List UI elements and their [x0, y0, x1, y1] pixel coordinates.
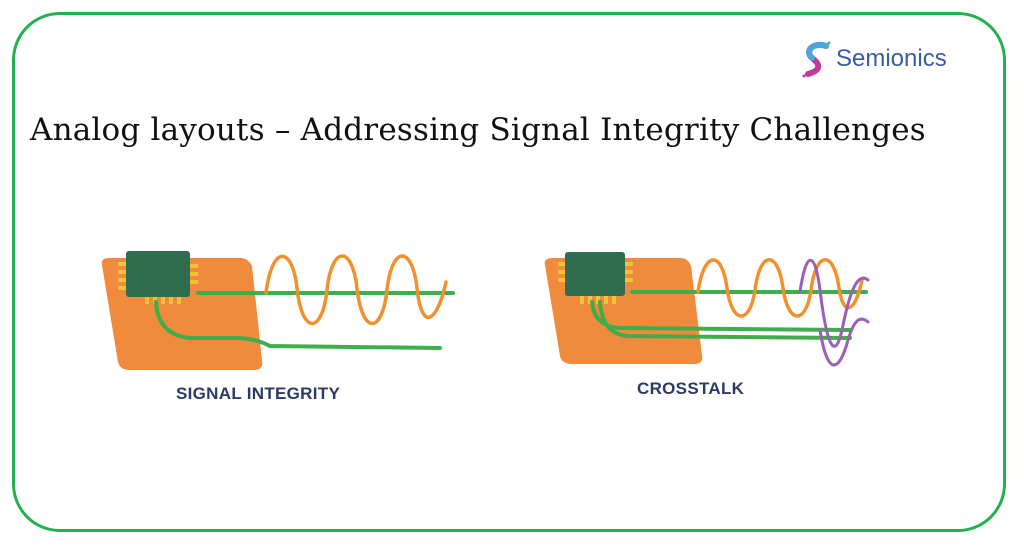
chip — [126, 251, 190, 297]
chip-pins — [558, 262, 633, 304]
crosstalk-label: CROSSTALK — [637, 379, 745, 398]
trace-bottom-2 — [598, 300, 852, 340]
signal-wave — [696, 258, 864, 318]
signal-wave — [264, 254, 448, 326]
semionics-logo-icon — [802, 41, 831, 78]
signal-integrity-label: SIGNAL INTEGRITY — [176, 384, 341, 403]
trace-bottom — [154, 300, 442, 350]
crosstalk-wave — [798, 258, 870, 348]
green-rounded-frame — [12, 12, 1006, 532]
logo-text: Semionics — [836, 45, 947, 72]
page-title: Analog layouts – Addressing Signal Integ… — [30, 112, 926, 148]
crosstalk-wave-2 — [818, 317, 870, 367]
chip — [565, 252, 625, 296]
semionics-logo: Semionics — [800, 40, 947, 78]
signal-integrity-illustration — [101, 251, 455, 370]
crosstalk-illustration — [544, 252, 870, 367]
chip-pins — [118, 262, 198, 304]
trace-bottom-1 — [590, 300, 852, 332]
